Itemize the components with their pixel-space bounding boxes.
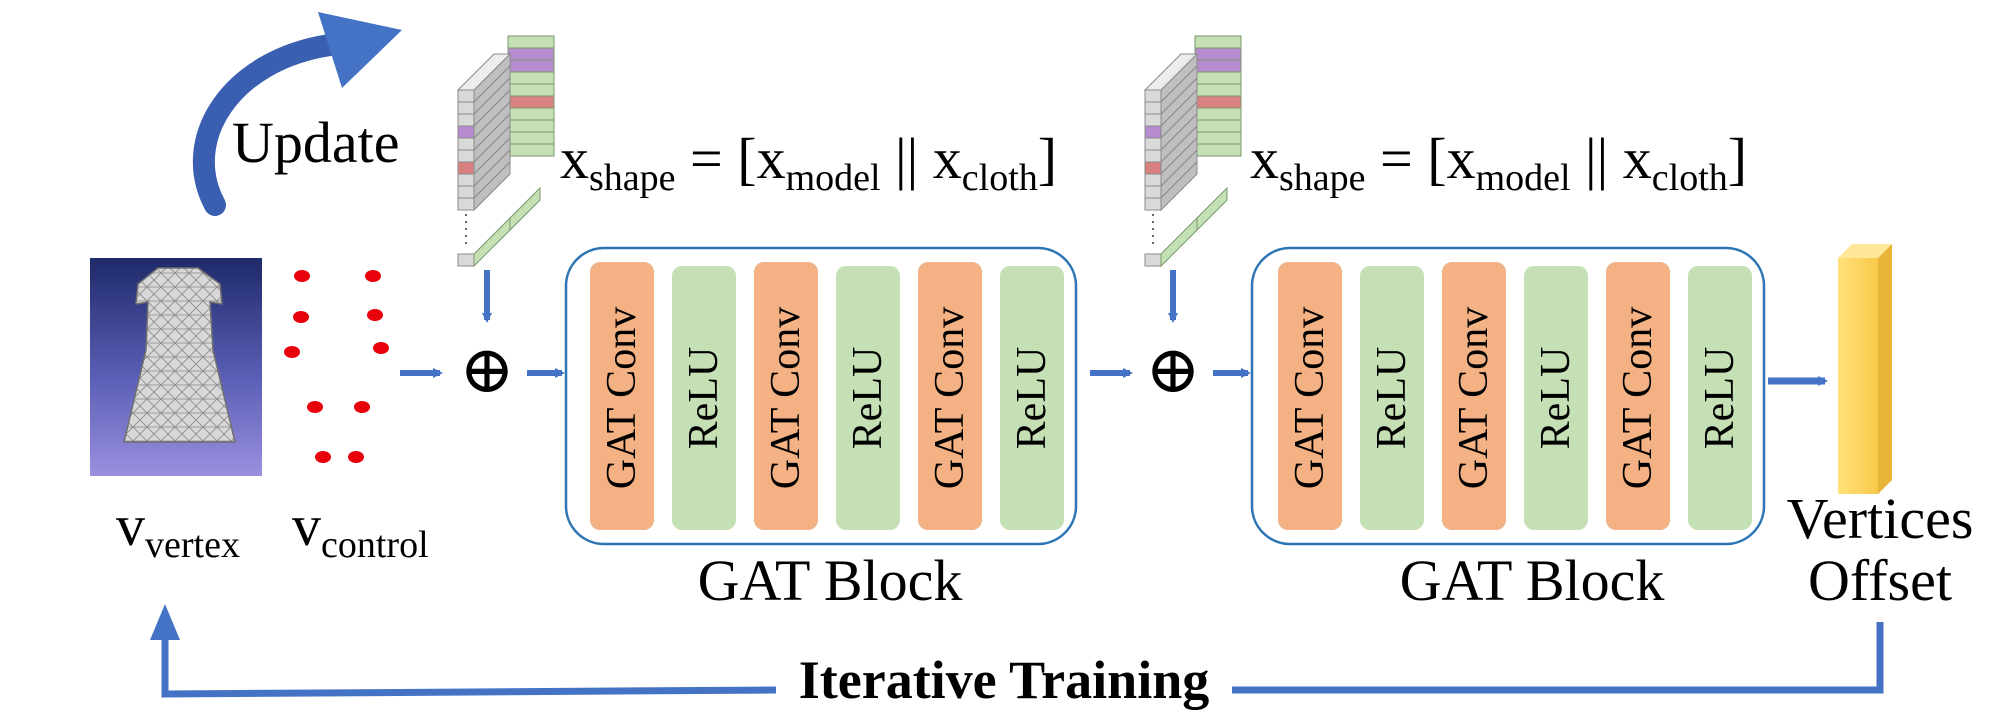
update-label: Update [232, 110, 400, 175]
layer-label-2-1: GAT Conv [1287, 307, 1333, 489]
layer-relu-1-6 [1000, 266, 1064, 530]
feature-cell-model [1144, 89, 1162, 103]
layer-relu-1-4 [836, 266, 900, 530]
layer-label-2-4: ReLU [1533, 347, 1579, 450]
layer-label-1-4: ReLU [845, 347, 891, 450]
layer-gat-conv-2-5 [1606, 262, 1670, 530]
output-label-line-1: Vertices [1787, 486, 1974, 551]
feature-cell-cloth [1194, 95, 1242, 109]
vertex-label: vvertex [116, 493, 240, 566]
layer-relu-1-2 [672, 266, 736, 530]
feature-stack-right [1143, 35, 1242, 268]
concat-symbol-1: ⊕ [459, 334, 514, 407]
feature-cell-model [457, 125, 475, 139]
layer-gat-conv-1-3 [754, 262, 818, 530]
layer-label-1-5: GAT Conv [927, 307, 973, 489]
layer-label-1-3: GAT Conv [763, 307, 809, 489]
layer-label-2-6: ReLU [1697, 347, 1743, 450]
feature-cell-model [457, 197, 475, 211]
layer-gat-conv-2-1 [1278, 262, 1342, 530]
feature-cell-model [457, 253, 475, 267]
feature-cell-cloth [507, 35, 555, 49]
loop-label: Iterative Training [799, 650, 1209, 710]
concat-symbol-2: ⊕ [1145, 334, 1200, 407]
feature-cell-cloth [507, 107, 555, 121]
layer-label-1-1: GAT Conv [599, 307, 645, 489]
feature-cell-model [457, 137, 475, 151]
feature-cell-model [1144, 173, 1162, 187]
layer-gat-conv-1-1 [590, 262, 654, 530]
feature-cell-model [1144, 185, 1162, 199]
layer-label-1-2: ReLU [681, 347, 727, 450]
feature-cell-cloth [1194, 71, 1242, 85]
output-label-line-2: Offset [1808, 548, 1952, 613]
update-arrow [192, 12, 402, 216]
feature-cell-model [1144, 101, 1162, 115]
gat-block-1-layers: GAT Conv ReLU GAT Conv ReLU GAT Conv ReLU [590, 262, 1064, 530]
feature-cell-model [457, 101, 475, 115]
feature-cell-cloth [507, 143, 555, 157]
feature-cell-model [1144, 197, 1162, 211]
feature-cell-side [473, 216, 511, 268]
gat-block-2-title: GAT Block [1400, 548, 1665, 613]
feature-cell-model [1144, 161, 1162, 175]
feature-cell-cloth [509, 186, 541, 232]
feature-stack-left [456, 35, 555, 268]
feature-cell-cloth [507, 95, 555, 109]
feature-cell-model [1144, 125, 1162, 139]
layer-label-2-5: GAT Conv [1615, 307, 1661, 489]
feature-cell-cloth [507, 119, 555, 133]
control-label: vcontrol [292, 493, 429, 566]
formula-left: xshape = [xmodel || xcloth] [560, 126, 1057, 199]
layer-label-2-2: ReLU [1369, 347, 1415, 450]
feature-cell-model [1144, 113, 1162, 127]
mesh-image [90, 258, 262, 476]
feature-cell-side [1160, 160, 1198, 212]
feature-cell-model [457, 173, 475, 187]
gat-block-2-layers: GAT Conv ReLU GAT Conv ReLU GAT Conv ReLU [1278, 262, 1752, 530]
control-points [284, 270, 389, 463]
layer-label-2-3: GAT Conv [1451, 307, 1497, 489]
feature-cell-cloth [1194, 131, 1242, 145]
feature-cell-cloth [507, 59, 555, 73]
feature-cell-model [1144, 149, 1162, 163]
feature-cell-top [456, 53, 512, 91]
layer-relu-2-6 [1688, 266, 1752, 530]
layer-relu-2-2 [1360, 266, 1424, 530]
feature-cell-cloth [507, 131, 555, 145]
feature-cell-cloth [507, 47, 555, 61]
feature-cell-top [1143, 53, 1199, 91]
feature-cell-model [457, 89, 475, 103]
loop-path-left [150, 604, 777, 698]
feature-cell-model [457, 161, 475, 175]
feature-cell-cloth [1194, 47, 1242, 61]
feature-cell-model [1144, 137, 1162, 151]
feature-cell-model [457, 185, 475, 199]
feature-cell-model [1144, 253, 1162, 267]
feature-cell-cloth [1194, 119, 1242, 133]
feature-cell-cloth [1196, 186, 1228, 232]
feature-cell-cloth [507, 83, 555, 97]
feature-cell-cloth [1194, 83, 1242, 97]
feature-cell-side [1160, 216, 1198, 268]
layer-gat-conv-2-3 [1442, 262, 1506, 530]
vertices-offset-bar [1838, 244, 1892, 494]
feature-cell-side [473, 160, 511, 212]
formula-right: xshape = [xmodel || xcloth] [1250, 126, 1747, 199]
feature-cell-cloth [507, 71, 555, 85]
layer-relu-2-4 [1524, 266, 1588, 530]
feature-cell-model [457, 149, 475, 163]
layer-gat-conv-1-5 [918, 262, 982, 530]
gat-block-1-title: GAT Block [698, 548, 963, 613]
loop-path-right [1232, 622, 1884, 694]
feature-cell-cloth [1194, 35, 1242, 49]
layer-label-1-6: ReLU [1009, 347, 1055, 450]
feature-cell-model [457, 113, 475, 127]
feature-cell-cloth [1194, 107, 1242, 121]
feature-cell-cloth [1194, 59, 1242, 73]
feature-cell-cloth [1194, 143, 1242, 157]
